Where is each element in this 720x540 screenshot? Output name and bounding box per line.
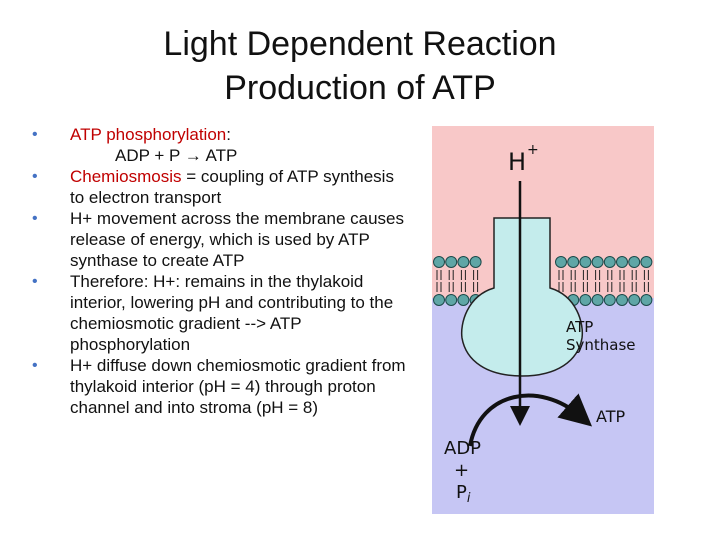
lipid-head (567, 256, 580, 268)
product-atp-label: ATP (596, 407, 625, 426)
enzyme-label-2: Synthase (566, 336, 636, 354)
lipid-head (603, 256, 616, 268)
atp-synthase-diagram: H + ATP Synthase ATP ADP + Pi (432, 126, 654, 514)
lipid-head (457, 294, 470, 306)
substrate-p: P (456, 482, 467, 503)
substrate-pi-label: Pi (456, 482, 471, 506)
bullet-chemiosmosis: Chemiosmosis = coupling of ATP synthesis… (30, 166, 410, 208)
lipid-head (579, 294, 592, 306)
enzyme-label-1: ATP (566, 318, 593, 336)
lipid-head (555, 256, 567, 268)
bullet-h-movement: H+ movement across the membrane causes r… (30, 208, 410, 271)
bullet-therefore: Therefore: H+: remains in the thylakoid … (30, 271, 410, 355)
bullet-h-diffuse: H+ diffuse down chemiosmotic gradient fr… (30, 355, 410, 418)
bullet-text: Therefore: H+: remains in the thylakoid … (70, 272, 394, 354)
substrate-plus-label: + (454, 460, 469, 481)
lipid-head (445, 294, 458, 306)
lipid-head (433, 294, 445, 306)
bullet-atp-phosphorylation: ATP phosphorylation: (30, 124, 410, 145)
proton-label: H (508, 148, 526, 176)
lipid-head (628, 294, 641, 306)
title-line-1: Light Dependent Reaction (163, 25, 557, 63)
lipid-head (457, 256, 470, 268)
term-atp-phosphorylation: ATP phosphorylation (70, 125, 227, 144)
proton-charge: + (527, 142, 539, 158)
lipid-head (603, 294, 616, 306)
lipid-head (579, 256, 592, 268)
lipid-head (616, 256, 628, 268)
substrate-adp-label: ADP (444, 438, 481, 459)
lipid-head (445, 256, 458, 268)
lipid-head (640, 294, 653, 306)
phosphorylation-arrow (468, 393, 593, 447)
bullet-text: = coupling of ATP synthesis to electron … (70, 167, 394, 207)
lipid-head (469, 256, 482, 268)
term-chemiosmosis: Chemiosmosis (70, 167, 182, 186)
bullet-list: ATP phosphorylation: ADP + P → ATP Chemi… (30, 124, 410, 418)
bullet-equation: ADP + P → ATP (30, 145, 410, 166)
lipid-head (591, 256, 604, 268)
bullet-text: : (226, 125, 231, 144)
equation-text: ADP + P → ATP (115, 146, 238, 165)
bullet-text: H+ movement across the membrane causes r… (70, 209, 405, 270)
lipid-head (616, 294, 628, 306)
lipid-head (433, 256, 445, 268)
atp-synthase-enzyme (460, 217, 584, 377)
lipid-head (591, 294, 604, 306)
title-line-2: Production of ATP (224, 69, 496, 107)
lipid-bilayer (433, 256, 653, 306)
bullet-text: H+ diffuse down chemiosmotic gradient fr… (70, 356, 406, 417)
substrate-i: i (467, 491, 471, 506)
lipid-head (640, 256, 653, 268)
slide-title: Light Dependent Reaction Production of A… (60, 22, 660, 110)
lipid-head (628, 256, 641, 268)
